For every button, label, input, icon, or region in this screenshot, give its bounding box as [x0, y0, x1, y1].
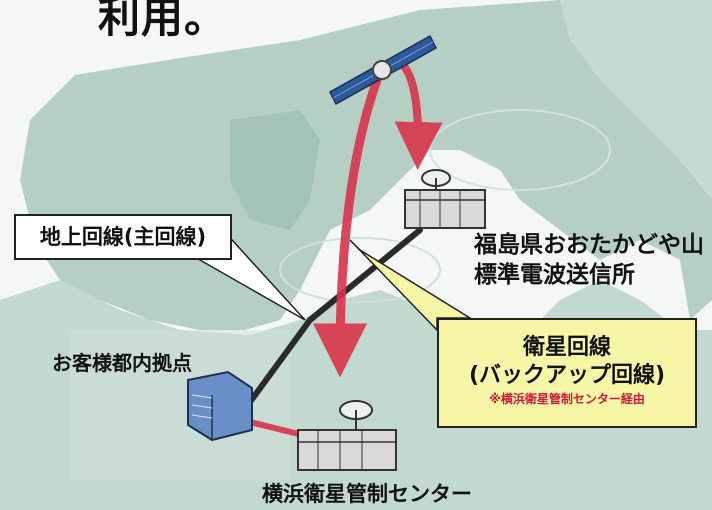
fukushima-station-type: 標準電波送信所	[474, 262, 635, 288]
fukushima-station-name: 福島県おおたかどや山	[474, 232, 704, 258]
radio-station-icon	[404, 169, 486, 229]
routing-note: ※横浜衛星管制センター経由	[489, 392, 645, 406]
backup-line-label: (バックアップ回線)	[468, 363, 666, 388]
satellite-line-label: 衛星回線	[522, 335, 611, 360]
satellite-line-callout: 衛星回線 (バックアップ回線) ※横浜衛星管制センター経由	[437, 318, 697, 428]
fukushima-station-label: 福島県おおたかどや山 標準電波送信所	[474, 230, 704, 290]
satellite-icon	[329, 34, 437, 106]
page-heading: 利用。	[98, 0, 228, 42]
control-center-icon	[297, 400, 397, 471]
ground-line-callout: 地上回線(主回線)	[14, 214, 232, 260]
yokohama-center-label: 横浜衛星管制センター	[262, 482, 472, 506]
customer-site-label: お客様都内拠点	[52, 351, 192, 375]
ground-line-path	[247, 227, 423, 405]
office-building-icon	[187, 370, 253, 442]
